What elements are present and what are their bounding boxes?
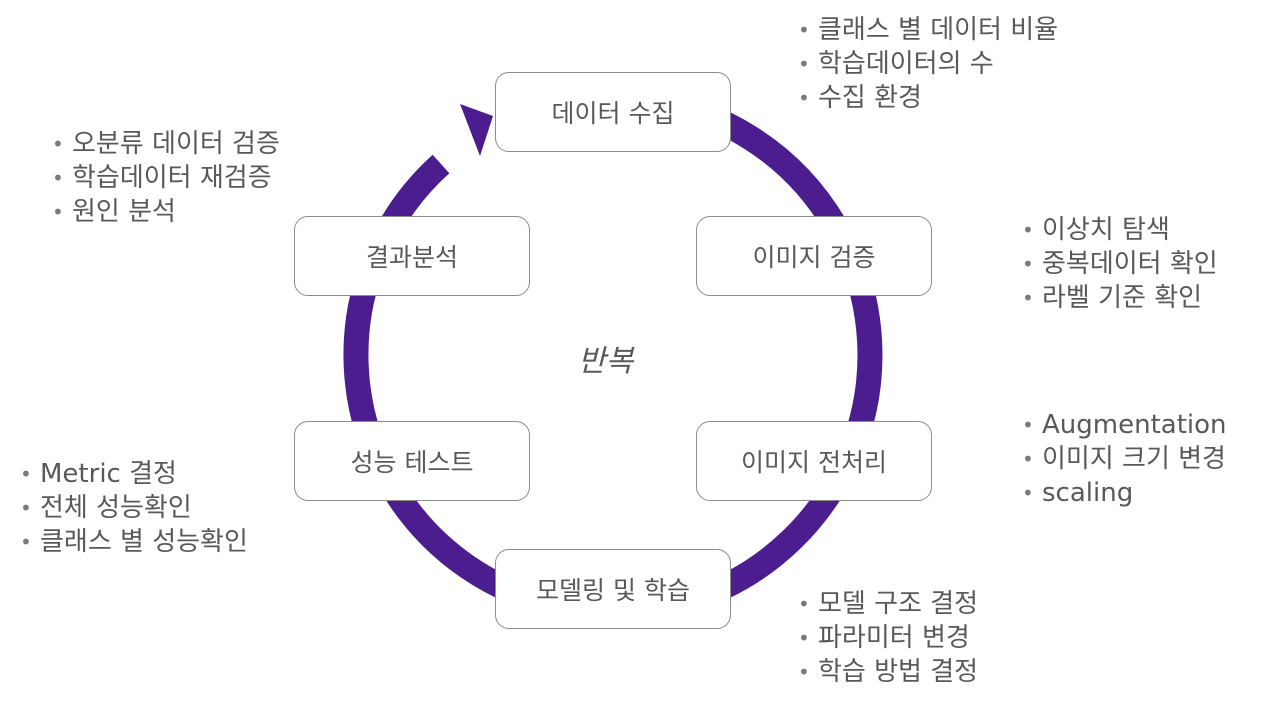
note-item: 원인 분석 bbox=[52, 195, 280, 229]
notes-data-collection: 클래스 별 데이터 비율 학습데이터의 수 수집 환경 bbox=[798, 13, 1058, 115]
note-item: 오분류 데이터 검증 bbox=[52, 127, 280, 161]
note-item: 이상치 탐색 bbox=[1022, 213, 1218, 247]
stage-box-modeling-training: 모델링 및 학습 bbox=[495, 549, 731, 629]
stage-box-image-verification: 이미지 검증 bbox=[696, 216, 932, 296]
notes-performance-test: Metric 결정 전체 성능확인 클래스 별 성능확인 bbox=[20, 457, 248, 559]
stage-box-result-analysis: 결과분석 bbox=[294, 216, 530, 296]
note-item: 학습데이터의 수 bbox=[798, 47, 1058, 81]
stage-box-data-collection: 데이터 수집 bbox=[495, 72, 731, 152]
note-item: 중복데이터 확인 bbox=[1022, 247, 1218, 281]
note-item: 모델 구조 결정 bbox=[798, 587, 978, 621]
note-item: 라벨 기준 확인 bbox=[1022, 281, 1218, 315]
notes-modeling-training: 모델 구조 결정 파라미터 변경 학습 방법 결정 bbox=[798, 587, 978, 689]
note-item: 학습데이터 재검증 bbox=[52, 161, 280, 195]
note-item: scaling bbox=[1022, 476, 1227, 510]
notes-result-analysis: 오분류 데이터 검증 학습데이터 재검증 원인 분석 bbox=[52, 127, 280, 229]
note-item: Metric 결정 bbox=[20, 457, 248, 491]
note-item: Augmentation bbox=[1022, 408, 1227, 442]
note-item: 수집 환경 bbox=[798, 81, 1058, 115]
note-item: 이미지 크기 변경 bbox=[1022, 442, 1227, 476]
stage-box-performance-test: 성능 테스트 bbox=[294, 421, 530, 501]
note-item: 클래스 별 성능확인 bbox=[20, 525, 248, 559]
note-item: 클래스 별 데이터 비율 bbox=[798, 13, 1058, 47]
notes-image-verification: 이상치 탐색 중복데이터 확인 라벨 기준 확인 bbox=[1022, 213, 1218, 315]
cycle-arrowhead bbox=[460, 104, 493, 156]
center-label-repeat: 반복 bbox=[578, 344, 634, 379]
note-item: 학습 방법 결정 bbox=[798, 655, 978, 689]
note-item: 전체 성능확인 bbox=[20, 491, 248, 525]
stage-box-image-preprocessing: 이미지 전처리 bbox=[696, 421, 932, 501]
notes-image-preprocessing: Augmentation 이미지 크기 변경 scaling bbox=[1022, 408, 1227, 510]
note-item: 파라미터 변경 bbox=[798, 621, 978, 655]
